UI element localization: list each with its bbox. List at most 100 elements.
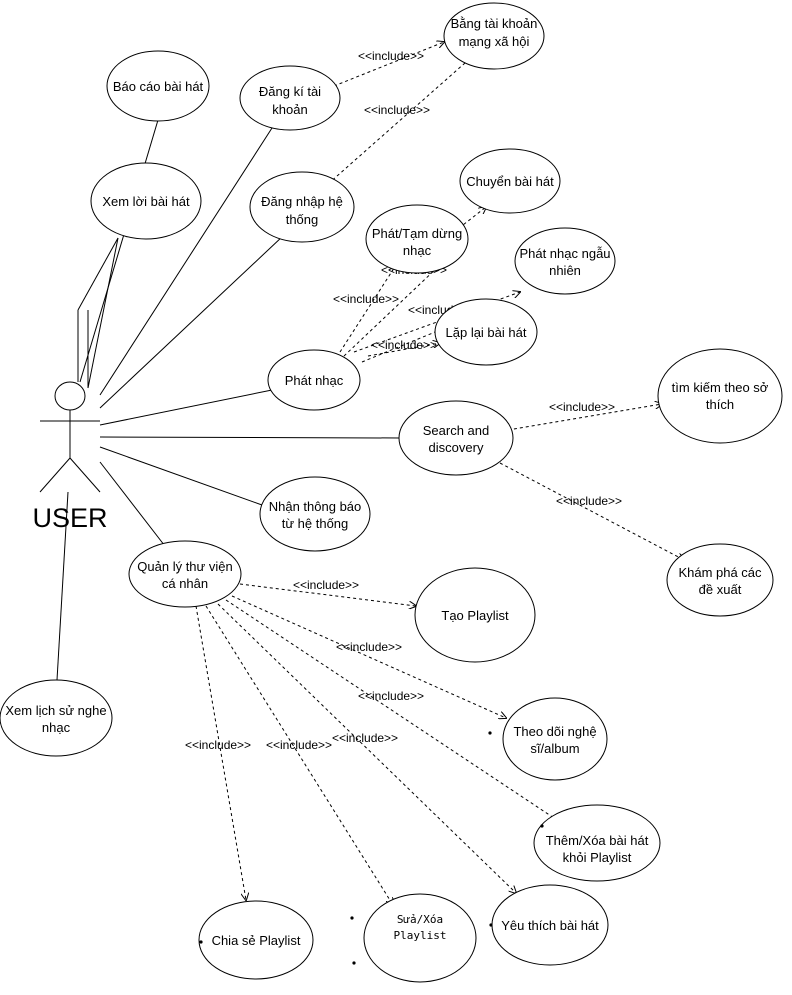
uc-them-xoa-label-2: khỏi Playlist [563, 850, 632, 865]
uc-xem-loi-label: Xem lời bài hát [102, 194, 190, 209]
uc-bang-tk-label-2: mạng xã hội [459, 34, 530, 49]
user-actor [39, 381, 101, 493]
uc-ngau-nhien-ellipse [514, 227, 616, 295]
inc-dang-nhap [327, 55, 474, 185]
assoc-dang-nhap [99, 235, 284, 409]
uc-bang-tk-ellipse [443, 2, 545, 70]
actor-head [54, 381, 86, 411]
include-label: <<include>> [549, 400, 615, 414]
uc-dang-ki-ellipse [239, 65, 341, 131]
assoc-lich-su [56, 491, 69, 681]
uc-theo-doi-label-2: sĩ/album [530, 741, 579, 756]
uc-ngau-nhien-label-2: nhiên [549, 263, 581, 278]
include-label: <<include>> [336, 640, 402, 654]
inc-search-2 [499, 462, 684, 560]
include-label: <<include>> [333, 292, 399, 306]
include-label: <<include>> [293, 578, 359, 592]
inc-chia-se [195, 605, 246, 900]
actor-link-lines [77, 237, 119, 388]
uc-lich-su-label-1: Xem lịch sử nghe [5, 703, 106, 718]
association-lines [56, 119, 401, 681]
assoc-phat-nhac [99, 389, 273, 426]
include-lines-extra [343, 264, 441, 363]
uc-them-xoa-ellipse [533, 804, 661, 882]
assoc-dang-ki [99, 127, 273, 396]
uc-lich-su-ellipse [0, 679, 113, 757]
uc-search-label-1: Search and [423, 423, 490, 438]
uc-dang-nhap-label-1: Đăng nhập hệ [261, 194, 343, 209]
uc-tao-playlist-label: Tạo Playlist [441, 608, 509, 623]
uc-quan-ly-label-2: cá nhân [162, 576, 208, 591]
uc-search-ellipse [398, 400, 514, 476]
uc-theo-doi-label-1: Theo dõi nghệ [513, 724, 596, 739]
uc-lap-lai-label: Lặp lại bài hát [446, 325, 527, 340]
include-labels: <<include>> <<include>> <<include>> <<in… [185, 49, 622, 752]
uc-sua-xoa-label-1: Sửa/Xóa [397, 913, 443, 926]
uc-dang-nhap-ellipse [249, 171, 355, 243]
assoc-search [99, 436, 401, 439]
actor-right-leg [69, 457, 101, 493]
inc-sua-xoa [205, 605, 393, 905]
uc-chuyen-label: Chuyển bài hát [466, 174, 554, 189]
uc-kham-pha-label-1: Khám phá các [678, 565, 762, 580]
uc-chia-se-ellipse [198, 900, 314, 980]
uc-bang-tk-label-1: Bằng tài khoản [451, 16, 538, 31]
uc-dang-ki-label-1: Đăng kí tài [259, 84, 321, 99]
uc-kham-pha-ellipse [666, 543, 774, 617]
include-lines [195, 42, 684, 905]
uc-phat-nhac-label: Phát nhạc [285, 373, 344, 388]
include-label: <<include>> [266, 738, 332, 752]
inc-them-xoa [225, 599, 560, 822]
assoc-quan-ly [99, 461, 169, 551]
uc-tao-playlist-ellipse [414, 567, 536, 663]
uc-phat-tam-label-1: Phát/Tạm dừng [372, 226, 462, 241]
assoc-xem-loi [87, 237, 119, 389]
uc-tim-kiem-label-1: tìm kiếm theo sở [672, 380, 769, 395]
uc-chia-se-label: Chia sẻ Playlist [212, 933, 301, 948]
uc-sua-xoa-label-2: Playlist [394, 929, 447, 942]
uc-kham-pha-label-2: đề xuất [699, 582, 742, 597]
uc-sua-xoa-ellipse [363, 893, 477, 983]
uc-tim-kiem-ellipse [657, 348, 783, 444]
uc-phat-nhac-ellipse [267, 349, 361, 411]
include-label: <<include>> [358, 689, 424, 703]
include-label: <<include>> [358, 49, 424, 63]
uc-thong-bao-label-1: Nhận thông báo [269, 499, 362, 514]
uc-them-xoa-label-1: Thêm/Xóa bài hát [546, 833, 649, 848]
assoc-bao-cao [79, 119, 159, 383]
use-case-ellipses [0, 2, 783, 983]
uc-yeu-thich-label: Yêu thích bài hát [501, 918, 599, 933]
uc-ngau-nhien-label-1: Phát nhạc ngẫu [519, 246, 610, 261]
uc-bao-cao-label: Báo cáo bài hát [113, 79, 204, 94]
uc-bao-cao-ellipse [106, 50, 210, 122]
uc-lich-su-label-2: nhạc [42, 720, 71, 735]
uc-phat-tam-label-2: nhạc [403, 243, 432, 258]
uc-xem-loi-ellipse [90, 162, 202, 240]
use-case-labels: Báo cáo bài hát Xem lời bài hát Đăng kí … [5, 16, 768, 948]
inc-search-1 [507, 404, 662, 431]
uc-thong-bao-label-2: từ hệ thống [282, 516, 349, 531]
uc-phat-tam-ellipse [365, 204, 469, 274]
include-label: <<include>> [364, 103, 430, 117]
uc-tim-kiem-label-2: thích [706, 397, 734, 412]
include-label: <<include>> [556, 494, 622, 508]
uc-lap-lai-ellipse [434, 298, 538, 366]
inc-theo-doi [231, 595, 506, 718]
inc-phat-nhac-3 [367, 343, 440, 357]
actor-label: USER [32, 503, 107, 533]
bullet-dots [199, 731, 544, 965]
uc-search-label-2: discovery [429, 440, 484, 455]
include-label: <<include>> [332, 731, 398, 745]
uc-dang-nhap-label-2: thống [286, 212, 319, 227]
include-label: <<include>> [371, 338, 437, 352]
include-label: <<include>> [185, 738, 251, 752]
uc-quan-ly-label-1: Quản lý thư viện [137, 559, 232, 574]
uc-chuyen-ellipse [459, 148, 561, 214]
uc-quan-ly-ellipse [128, 540, 242, 608]
uc-theo-doi-ellipse [502, 697, 608, 781]
uc-dang-ki-label-2: khoản [272, 102, 307, 117]
actor-left-leg [39, 457, 71, 493]
uc-thong-bao-ellipse [259, 476, 371, 552]
inc-phat-tam [439, 207, 486, 244]
